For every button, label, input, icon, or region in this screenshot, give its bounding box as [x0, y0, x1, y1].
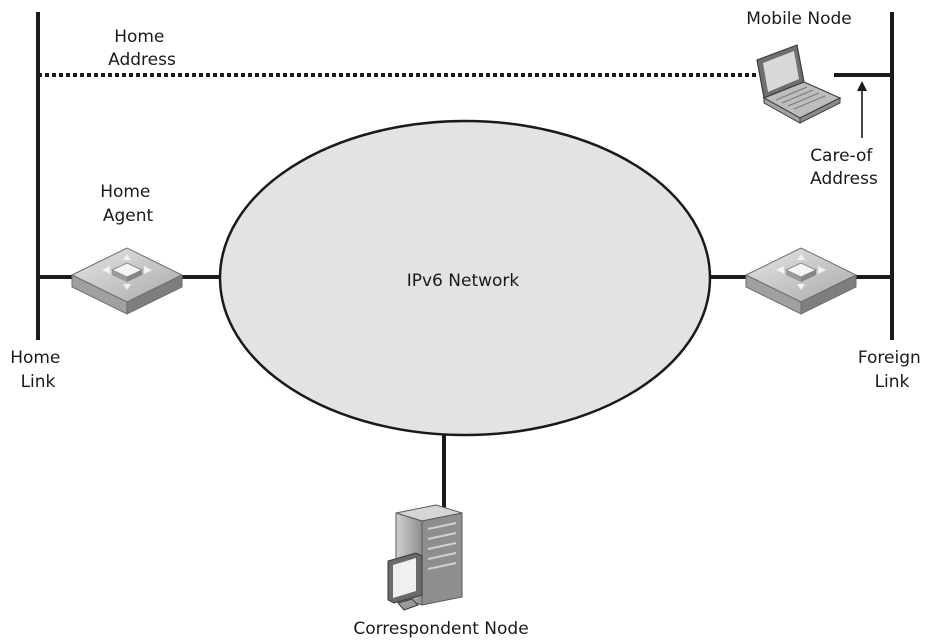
- correspondent-node-label: Correspondent Node: [353, 619, 528, 639]
- home-address-label: Home Address: [108, 27, 176, 70]
- network-label: IPv6 Network: [407, 271, 520, 291]
- arrow-up-icon: [857, 81, 867, 91]
- ipv6-network-ellipse: [218, 119, 712, 437]
- router-icon: [70, 247, 184, 315]
- mobile-node-label: Mobile Node: [746, 9, 852, 29]
- home-link-label: Home Link: [10, 348, 66, 392]
- care-of-address-label: Care-of Address: [810, 146, 878, 189]
- foreign-link-label: Foreign Link: [858, 348, 926, 392]
- laptop-icon: [756, 44, 842, 124]
- server-icon: [387, 504, 463, 611]
- home-agent-label: Home Agent: [100, 182, 156, 226]
- router-icon: [744, 247, 858, 315]
